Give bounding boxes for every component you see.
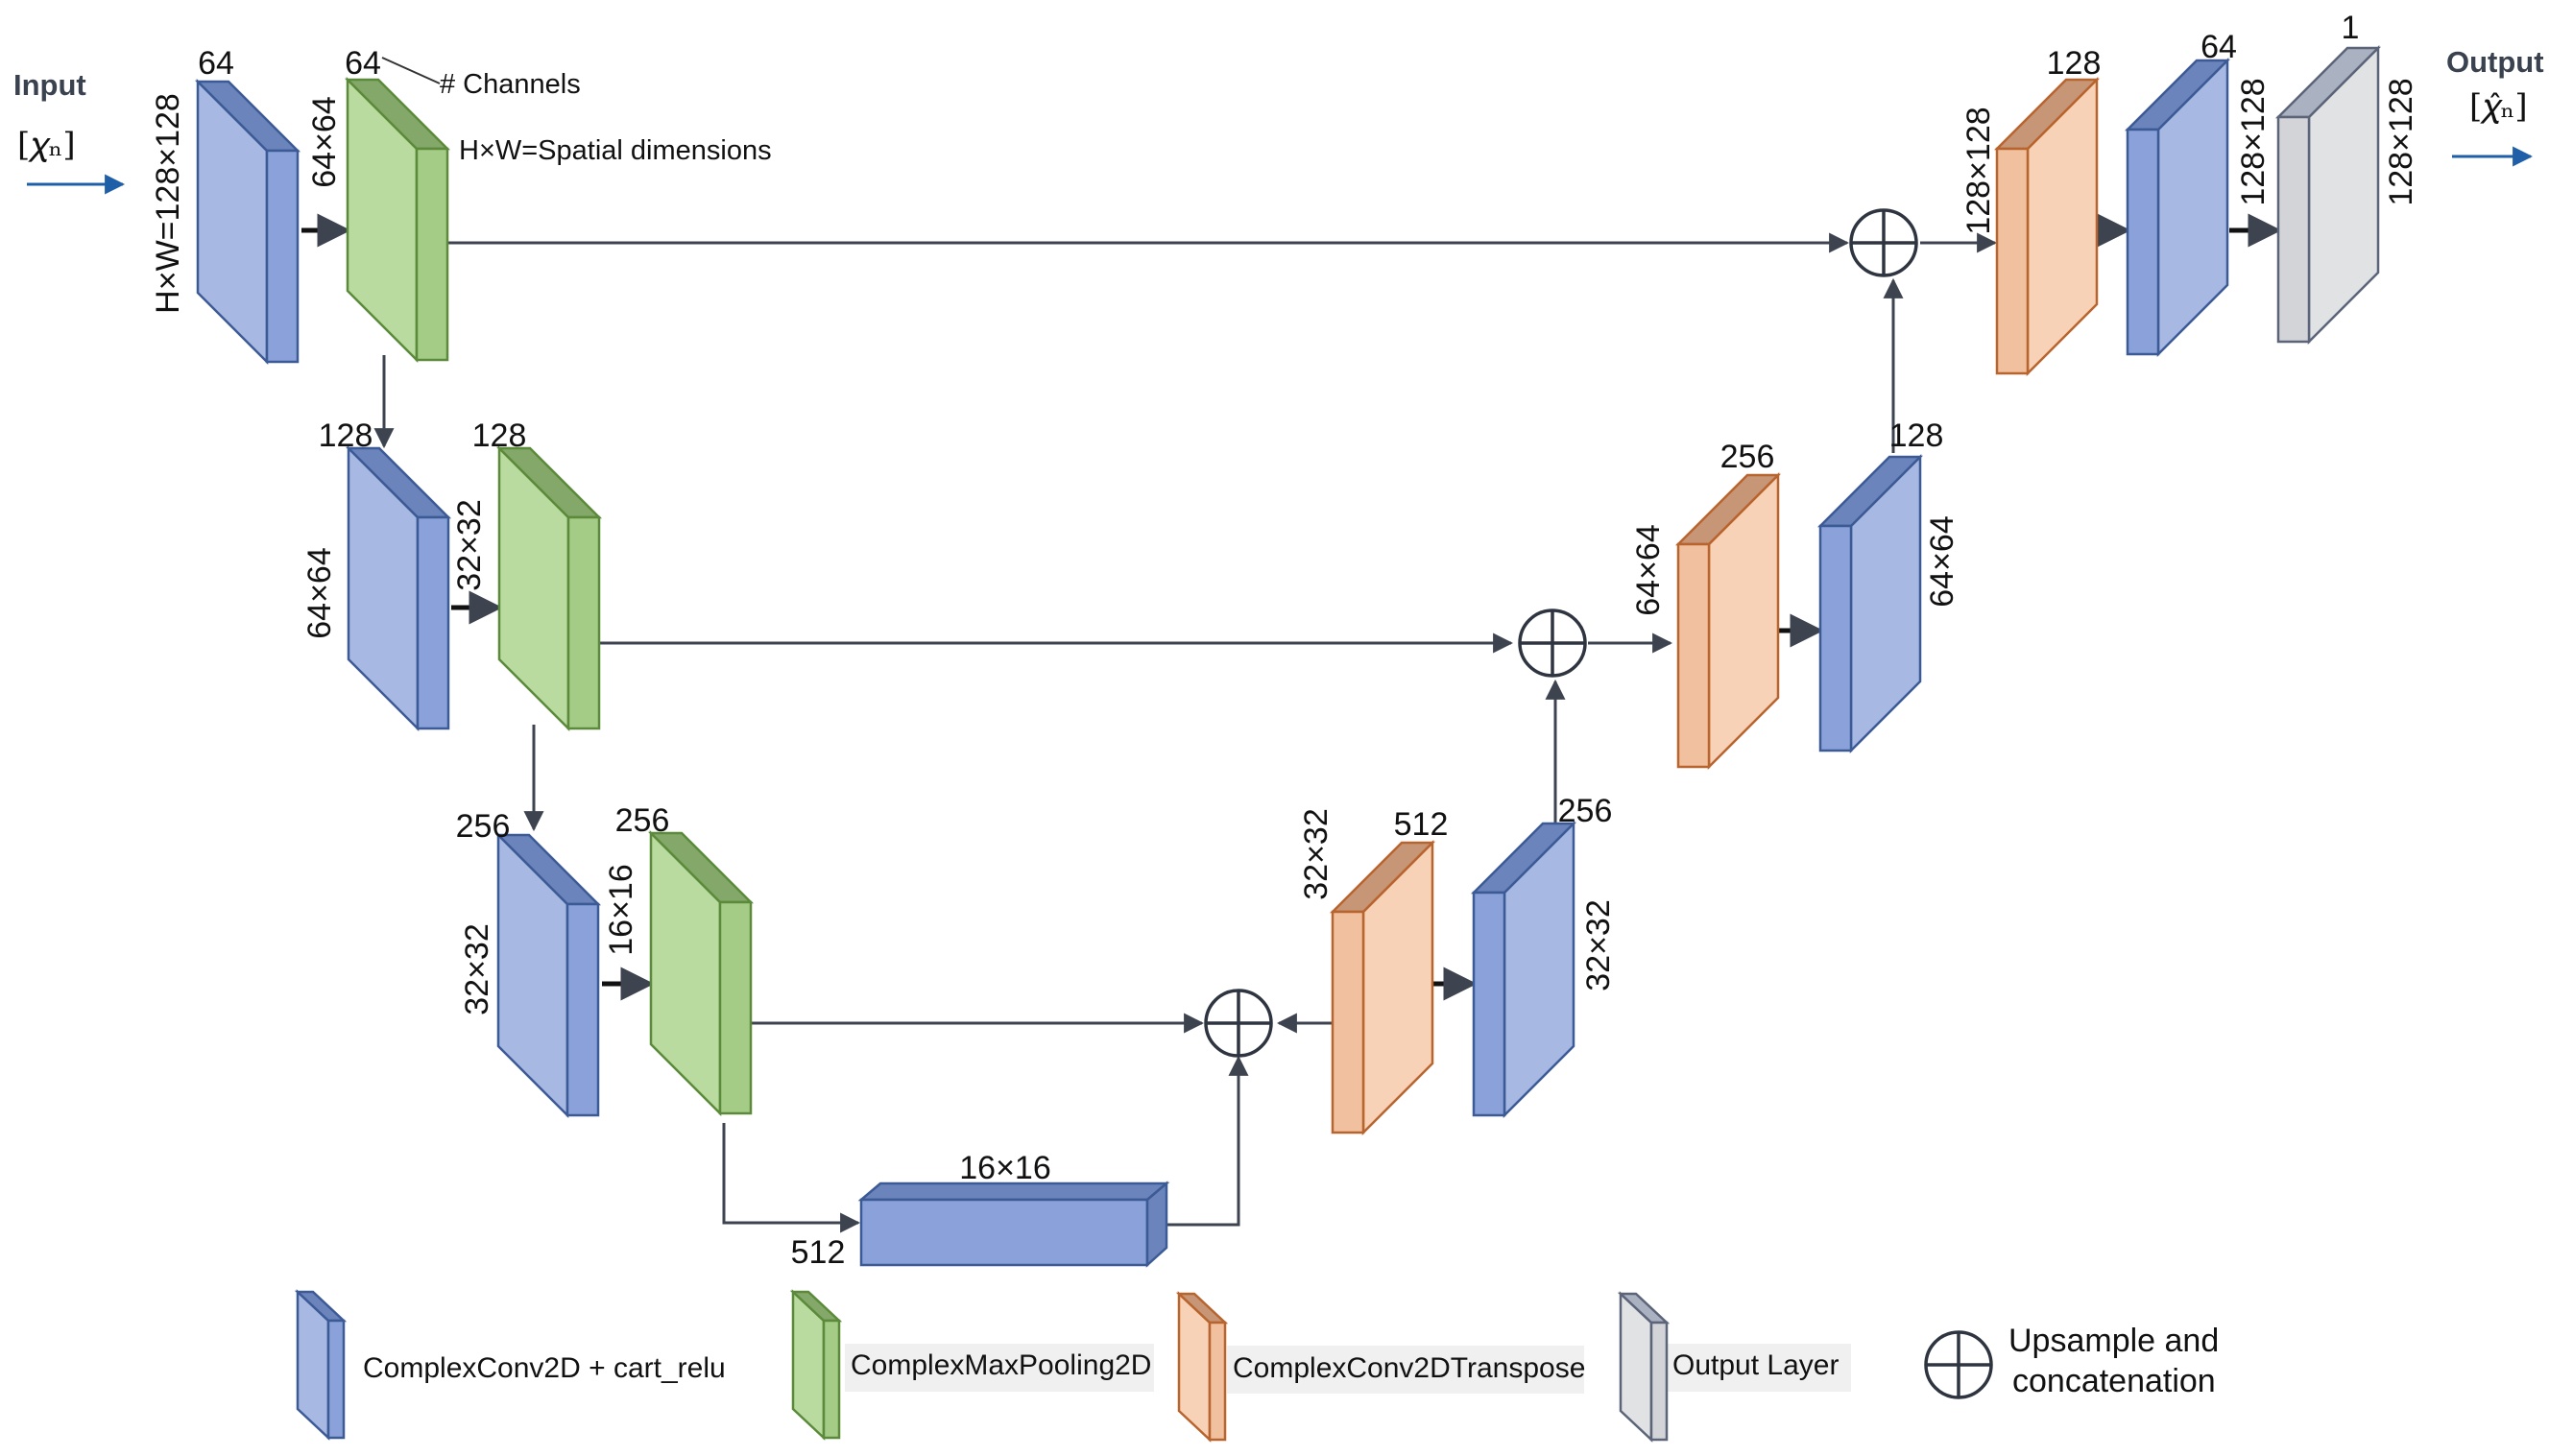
label-dconv1-dims: 128×128 <box>2235 78 2272 205</box>
label-trans2-channels: 256 <box>1720 439 1775 475</box>
conv2-block-side <box>416 515 450 730</box>
output-title: Output <box>2446 45 2544 79</box>
legend-transpose-swatch-side <box>1208 1321 1227 1442</box>
label-pool3-dims: 16×16 <box>603 864 639 956</box>
channels-annotation: # Channels <box>440 69 581 100</box>
conv1-block-side <box>265 149 300 364</box>
dconv3-block-front <box>1472 891 1506 1117</box>
concat2 <box>1518 609 1587 678</box>
legend-transpose-bg <box>1227 1346 1584 1394</box>
input-title: Input <box>13 68 86 102</box>
dconv1-block-front <box>2126 128 2160 356</box>
dconv2-block-front <box>1818 524 1853 752</box>
label-dconv1-channels: 64 <box>2200 29 2237 65</box>
label-output-dims: 128×128 <box>2383 78 2419 205</box>
legend-transpose-swatch <box>1175 1291 1229 1443</box>
legend-pool-swatch <box>789 1289 843 1441</box>
label-conv2-dims: 64×64 <box>301 547 338 639</box>
input-symbol: [𝜒ₙ] <box>17 126 76 164</box>
pool3-block-side <box>718 900 753 1115</box>
label-conv2-channels: 128 <box>319 418 373 454</box>
conv2-block <box>345 444 452 732</box>
bottleneck-to-concat3 <box>1166 1055 1249 1227</box>
trans3-block-front <box>1331 910 1365 1134</box>
legend-transpose-label: ComplexConv2DTranspose <box>1233 1352 1585 1384</box>
label-pool1-dims: 64×64 <box>306 96 343 188</box>
output-block-front <box>2276 115 2311 344</box>
trans1-block <box>1993 76 2101 377</box>
legend-pool-label: ComplexMaxPooling2D <box>851 1349 1151 1381</box>
label-conv1-dims: H×W=128×128 <box>150 93 186 314</box>
conv3-block-side <box>565 902 600 1117</box>
label-pool3-channels: 256 <box>615 802 670 839</box>
connectors <box>27 146 2534 1233</box>
trans3-block <box>1329 839 1436 1136</box>
output-symbol: [𝜒̂ₙ] <box>2469 87 2528 126</box>
pool3-to-bottleneck <box>722 1123 861 1233</box>
label-pool2-dims: 32×32 <box>451 499 488 591</box>
bottleneck-front <box>859 1198 1149 1267</box>
bottleneck-block <box>857 1181 1170 1268</box>
input-group: Input [𝜒ₙ] <box>13 68 86 164</box>
bottleneck-side <box>1145 1181 1168 1268</box>
label-conv3-channels: 256 <box>456 808 511 845</box>
channels-leader-line <box>381 57 441 84</box>
concat1 <box>1849 208 1918 277</box>
conv1-block <box>194 78 301 366</box>
legend-pool-swatch-side <box>822 1319 841 1440</box>
conv3-block <box>494 831 602 1119</box>
label-pool1-channels: 64 <box>345 45 381 82</box>
dconv1-block <box>2124 57 2231 358</box>
legend-conv-swatch-side <box>326 1319 346 1440</box>
legend-concat-line2: concatenation <box>2012 1363 2216 1399</box>
pool3-block <box>647 829 755 1117</box>
concat3 <box>1204 989 1273 1058</box>
legend-output-bg <box>1667 1344 1851 1392</box>
spatial-annotation: H×W=Spatial dimensions <box>459 135 772 166</box>
label-pool2-channels: 128 <box>472 418 527 454</box>
label-dconv3-dims: 32×32 <box>1580 899 1617 991</box>
label-output-channels: 1 <box>2342 10 2360 46</box>
concat-nodes <box>1204 208 1993 1399</box>
dconv2-block <box>1816 453 1924 754</box>
trans1-block-front <box>1995 147 2030 375</box>
label-trans3-dims: 32×32 <box>1298 808 1335 900</box>
trans2-block <box>1674 471 1782 771</box>
label-trans2-dims: 64×64 <box>1630 524 1667 616</box>
pool1-block-side <box>415 147 449 362</box>
trans2-block-front <box>1676 542 1711 769</box>
legend-output-label: Output Layer <box>1672 1349 1839 1381</box>
legend-conv-label: ComplexConv2D + cart_relu <box>363 1352 726 1384</box>
pool2-block-side <box>566 515 601 730</box>
pool2-block <box>495 444 603 732</box>
label-bottleneck-channels: 512 <box>791 1234 846 1271</box>
label-bottleneck-dims: 16×16 <box>959 1150 1051 1186</box>
label-dconv3-channels: 256 <box>1558 793 1613 829</box>
dconv3-block <box>1470 820 1577 1119</box>
blocks <box>194 44 2382 1268</box>
pool1-block <box>344 76 451 364</box>
label-dconv2-dims: 64×64 <box>1924 515 1960 608</box>
legend-output-swatch-side <box>1649 1321 1669 1442</box>
legend-conv-swatch <box>294 1289 348 1441</box>
legend-concat-icon <box>1924 1330 1993 1399</box>
label-dconv2-channels: 128 <box>1889 418 1944 454</box>
legend: ComplexConv2D + cart_relu ComplexMaxPool… <box>294 1289 2219 1443</box>
legend-pool-bg <box>845 1344 1154 1392</box>
label-trans1-dims: 128×128 <box>1960 107 1997 234</box>
label-trans1-channels: 128 <box>2047 45 2102 82</box>
label-conv3-dims: 32×32 <box>459 923 495 1015</box>
output-group: Output [𝜒̂ₙ] <box>2446 45 2544 126</box>
legend-concat-line1: Upsample and <box>2008 1323 2219 1359</box>
label-conv1-channels: 64 <box>198 45 234 82</box>
label-trans3-channels: 512 <box>1394 806 1449 843</box>
legend-output-swatch <box>1617 1291 1671 1443</box>
output-block <box>2274 44 2382 346</box>
